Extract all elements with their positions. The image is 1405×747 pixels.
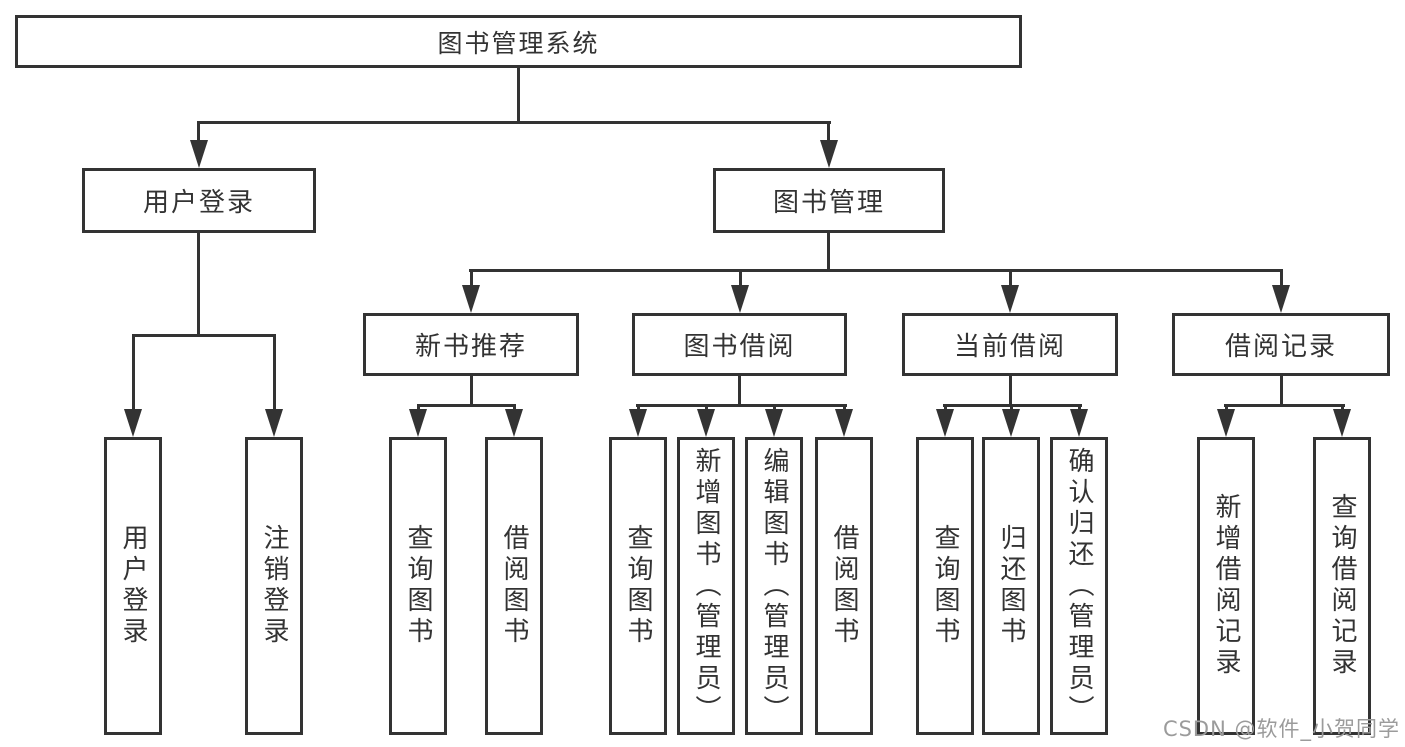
leaf-confirm-return-admin: 确认归还（管理员）	[1050, 437, 1108, 735]
leaf-return-book: 归还图书	[982, 437, 1040, 735]
arrow-down-icon	[1070, 409, 1088, 437]
node-user-login: 用户登录	[82, 168, 316, 233]
connector-hline	[417, 404, 516, 407]
arrow-down-icon	[765, 409, 783, 437]
arrow-down-icon	[820, 140, 838, 168]
arrow-down-icon	[1217, 409, 1235, 437]
connector-vline	[944, 404, 947, 413]
leaf-user-login: 用户登录	[104, 437, 162, 735]
node-book-borrow: 图书借阅	[632, 313, 847, 376]
leaf-query-books-borrow: 查询图书	[609, 437, 667, 735]
arrow-down-icon	[1272, 285, 1290, 313]
node-borrow-records: 借阅记录	[1172, 313, 1390, 376]
arrow-down-icon	[409, 409, 427, 437]
connector-hline	[1224, 404, 1345, 407]
connector-vline	[739, 269, 742, 287]
connector-hline	[132, 334, 276, 337]
connector-vline	[637, 404, 640, 413]
connector-vline	[470, 269, 473, 287]
leaf-add-borrow-record: 新增借阅记录	[1197, 437, 1255, 735]
arrow-down-icon	[1002, 409, 1020, 437]
arrow-down-icon	[1001, 285, 1019, 313]
leaf-borrow-book: 借阅图书	[815, 437, 873, 735]
connector-vline	[513, 404, 516, 413]
connector-vline	[1225, 404, 1228, 413]
node-current-borrow: 当前借阅	[902, 313, 1118, 376]
connector-vline	[827, 233, 830, 272]
connector-vline	[1010, 404, 1013, 413]
leaf-query-books-recommend: 查询图书	[389, 437, 447, 735]
connector-vline	[1280, 269, 1283, 287]
connector-vline	[197, 233, 200, 337]
arrow-down-icon	[505, 409, 523, 437]
connector-vline	[132, 334, 135, 410]
arrow-down-icon	[629, 409, 647, 437]
connector-vline	[470, 376, 473, 407]
node-book-management: 图书管理	[713, 168, 945, 233]
connector-hline	[636, 404, 847, 407]
connector-vline	[738, 376, 741, 407]
arrow-down-icon	[462, 285, 480, 313]
node-root-system: 图书管理系统	[15, 15, 1022, 68]
arrow-down-icon	[1333, 409, 1351, 437]
connector-vline	[273, 334, 276, 410]
connector-vline	[1009, 376, 1012, 407]
arrow-down-icon	[265, 409, 283, 437]
arrow-down-icon	[835, 409, 853, 437]
csdn-watermark: CSDN @软件_小贺同学	[1162, 717, 1400, 741]
connector-hline	[198, 121, 831, 124]
connector-vline	[705, 404, 708, 413]
leaf-logout: 注销登录	[245, 437, 303, 735]
connector-hline	[469, 269, 1283, 272]
connector-vline	[773, 404, 776, 413]
connector-vline	[1280, 376, 1283, 407]
arrow-down-icon	[936, 409, 954, 437]
connector-vline	[843, 404, 846, 413]
leaf-add-book-admin: 新增图书（管理员）	[677, 437, 735, 735]
connector-vline	[1078, 404, 1081, 413]
arrow-down-icon	[124, 409, 142, 437]
connector-vline	[417, 404, 420, 413]
connector-vline	[517, 68, 520, 124]
connector-vline	[827, 121, 830, 143]
leaf-edit-book-admin: 编辑图书（管理员）	[745, 437, 803, 735]
connector-vline	[197, 121, 200, 143]
leaf-query-borrow-record: 查询借阅记录	[1313, 437, 1371, 735]
leaf-query-books-current: 查询图书	[916, 437, 974, 735]
arrow-down-icon	[731, 285, 749, 313]
connector-vline	[1341, 404, 1344, 413]
connector-vline	[1009, 269, 1012, 287]
node-new-book-recommend: 新书推荐	[363, 313, 579, 376]
arrow-down-icon	[697, 409, 715, 437]
arrow-down-icon	[190, 140, 208, 168]
leaf-borrow-books-recommend: 借阅图书	[485, 437, 543, 735]
